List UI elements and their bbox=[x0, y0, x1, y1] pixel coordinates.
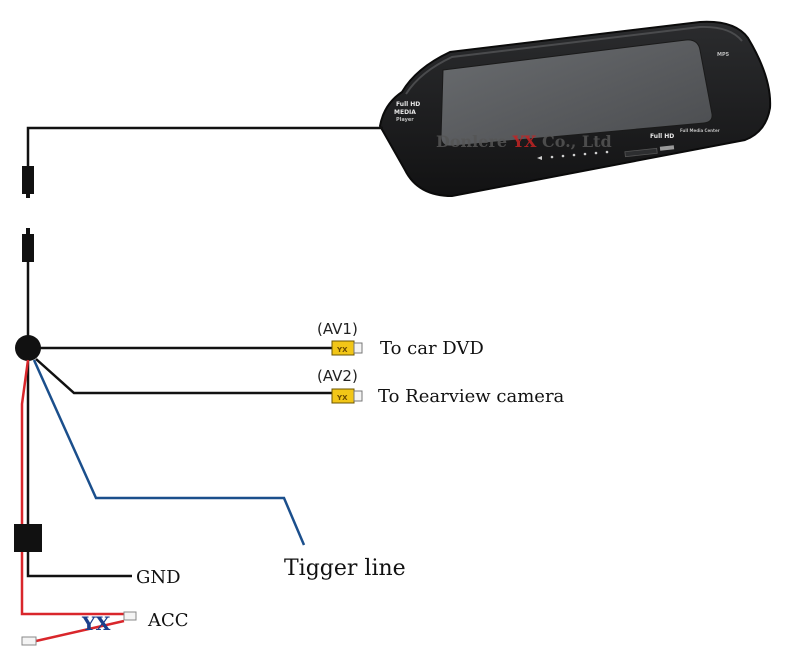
av1-label: To car DVD bbox=[380, 338, 484, 359]
card-slot bbox=[624, 147, 658, 158]
monitor-cable bbox=[26, 126, 383, 166]
acc-plug bbox=[123, 611, 137, 621]
button-dot-6-icon bbox=[605, 150, 609, 154]
button-dot-1-icon bbox=[550, 155, 554, 159]
av2-plug: YX bbox=[331, 388, 363, 404]
av2-label: To Rearview camera bbox=[378, 386, 565, 407]
watermark-suffix: Co., Ltd bbox=[542, 132, 612, 151]
bezel-text-full-hd: Full HD bbox=[396, 101, 420, 108]
av1-plug-text: YX bbox=[336, 346, 348, 354]
usb-port bbox=[659, 145, 675, 151]
acc-label: ACC bbox=[147, 610, 189, 631]
trigger-line-label: Tigger line bbox=[284, 556, 406, 581]
red-wire bbox=[20, 359, 124, 616]
av2-tag: (AV2) bbox=[317, 367, 358, 385]
bezel-text-media: MEDIA bbox=[394, 109, 416, 116]
av1-tag: (AV1) bbox=[317, 320, 358, 338]
av2-plug-tip bbox=[353, 390, 363, 402]
button-dot-4-icon bbox=[583, 152, 587, 156]
black-wires bbox=[26, 126, 383, 578]
gnd-cable bbox=[26, 552, 132, 578]
bottom-text-full-media: Full Media Center bbox=[680, 128, 720, 133]
monitor-buttons bbox=[537, 150, 609, 160]
inline-plug-lower-tip bbox=[26, 228, 30, 234]
bezel-text-player: Player bbox=[396, 117, 414, 123]
av1-plug-tip bbox=[353, 342, 363, 354]
watermark: Donlere YX Co., Ltd bbox=[436, 132, 612, 151]
button-dot-5-icon bbox=[594, 151, 598, 155]
button-left-icon bbox=[537, 156, 542, 160]
watermark-brand: YX bbox=[512, 132, 537, 151]
junction-node bbox=[15, 335, 41, 361]
av2-plug-text: YX bbox=[336, 394, 348, 402]
gnd-label: GND bbox=[136, 567, 181, 588]
inline-fuse-block bbox=[14, 524, 42, 552]
button-dot-3-icon bbox=[572, 153, 576, 157]
av2-cable bbox=[35, 358, 334, 395]
red-branch bbox=[35, 619, 125, 643]
inline-plug-lower bbox=[22, 234, 34, 262]
monitor-screen bbox=[440, 39, 713, 147]
inline-plug-upper-tip bbox=[26, 194, 30, 198]
watermark-prefix: Donlere bbox=[436, 132, 507, 151]
bottom-text-full-hd: Full HD bbox=[650, 133, 674, 140]
button-dot-2-icon bbox=[561, 154, 565, 158]
junction-yx-text: YX bbox=[81, 613, 111, 635]
rearview-mirror-monitor: Full HD MEDIA Player MP5 Full HD Full Me… bbox=[378, 20, 772, 198]
blue-trigger-wire bbox=[32, 359, 306, 546]
monitor-edge-highlight bbox=[405, 25, 743, 95]
corner-text: MP5 bbox=[717, 52, 730, 58]
terminal-plug bbox=[21, 636, 37, 646]
inline-plug-upper bbox=[22, 166, 34, 194]
av1-plug: YX bbox=[331, 340, 363, 356]
